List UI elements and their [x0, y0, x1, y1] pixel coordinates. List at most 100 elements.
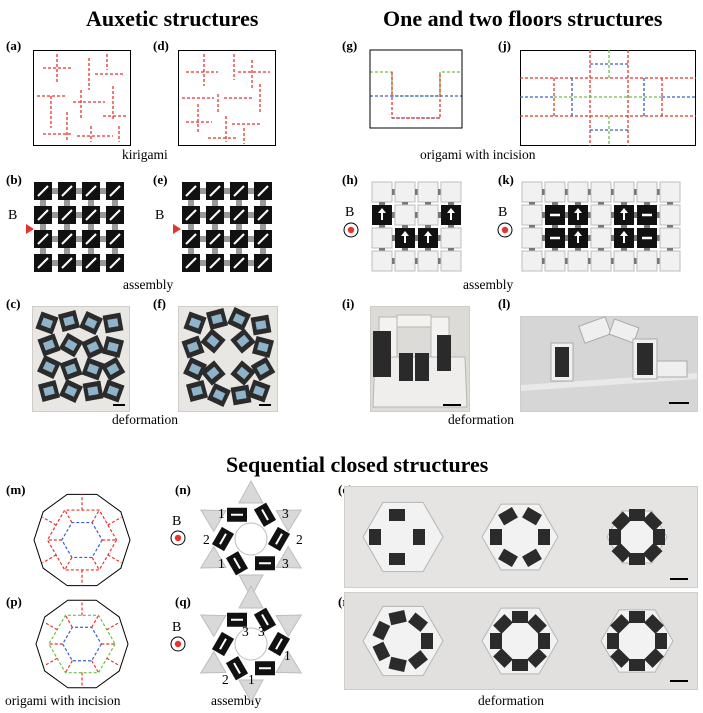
middle-hexagon-fold [48, 614, 116, 674]
panel-label-n: (n) [175, 482, 191, 497]
hinge [598, 225, 604, 228]
tile-label [256, 363, 270, 375]
photo-content-c [35, 309, 126, 406]
panel-tile [521, 181, 543, 203]
robot-tile [653, 529, 665, 545]
hinge [212, 248, 218, 254]
hinge [552, 225, 558, 228]
triangle-flap [275, 614, 303, 638]
hinge [598, 202, 604, 205]
photo-content-l [521, 316, 697, 404]
magnet-direction [37, 209, 49, 221]
robot-tile [512, 611, 528, 623]
tile-label [188, 317, 202, 329]
hinge [415, 258, 418, 264]
magnet-direction [37, 257, 49, 269]
photo-content-o [362, 501, 688, 580]
hinge [392, 235, 395, 241]
panel-label-h: (h) [342, 172, 358, 187]
panel-tile [636, 250, 658, 272]
hinge [52, 212, 58, 218]
hinge [552, 202, 558, 205]
panel-tile [521, 227, 543, 249]
outer-cut [106, 621, 121, 631]
outer-cut [107, 516, 122, 526]
panel-tile [544, 250, 566, 272]
outer-cut [43, 657, 58, 667]
robot-tile [389, 509, 405, 521]
hinge [248, 260, 254, 266]
tile-label [40, 317, 54, 329]
hinge [634, 212, 637, 218]
magnet-direction [85, 185, 97, 197]
robot-tile [538, 633, 550, 649]
robot-tile [629, 509, 645, 521]
hinge [112, 248, 118, 254]
hinge [379, 225, 385, 228]
hinge [200, 260, 206, 266]
tile-label [107, 318, 119, 328]
hinge [236, 248, 242, 254]
tile-label [252, 385, 266, 397]
order-number-n-3: 2 [203, 532, 210, 547]
panel-tile [440, 181, 462, 203]
panel-tile [371, 250, 393, 272]
robot-tile [413, 529, 425, 545]
caption-deformation-left: deformation [112, 412, 178, 427]
field-label-h: B [345, 205, 355, 220]
tile-label [64, 339, 78, 351]
hinge [529, 202, 535, 205]
hinge [52, 188, 58, 194]
magnet-direction [261, 509, 269, 521]
panel-label-p: (p) [6, 594, 22, 609]
robot-tile [644, 648, 664, 668]
hinge [575, 225, 581, 228]
hinge [657, 189, 660, 195]
robot-tile [611, 542, 632, 563]
outer-cut [106, 657, 121, 667]
panel-tile [590, 204, 612, 226]
magnet-direction [209, 185, 221, 197]
order-number-n-1: 1 [218, 506, 225, 521]
radial-cut [91, 557, 100, 571]
magnet-arrowhead [620, 208, 628, 213]
order-number-n-4: 2 [296, 532, 303, 547]
panel-tile [590, 250, 612, 272]
hinge [588, 212, 591, 218]
hinge [88, 224, 94, 230]
field-out-of-page-q [170, 636, 186, 652]
robot-tile [609, 529, 621, 545]
panel-tile [567, 181, 589, 203]
outer-cut [43, 621, 58, 631]
panel-tile [521, 250, 543, 272]
magnet-direction [233, 185, 245, 197]
magnet-arrowhead [620, 231, 628, 236]
hinge [667, 248, 673, 251]
kirigami-pattern-d [178, 50, 276, 146]
magnet-direction [61, 209, 73, 221]
photo-deformation-r [344, 592, 698, 690]
order-number-q-3: 1 [284, 648, 291, 663]
magnet-direction [275, 533, 283, 545]
magnet-arrowhead [401, 231, 409, 236]
hinge [52, 260, 58, 266]
hinge [529, 248, 535, 251]
hinge [188, 200, 194, 206]
tile-label [257, 341, 269, 353]
tile-label [236, 334, 250, 348]
robot-tile [538, 529, 550, 545]
hinge [415, 189, 418, 195]
kirigami-pattern-a [33, 50, 131, 146]
panel-label-a: (a) [6, 38, 22, 53]
magnet-direction [233, 233, 245, 245]
tile-label [211, 313, 223, 325]
order-number-n-2: 3 [282, 506, 289, 521]
panel-label-m: (m) [6, 482, 26, 497]
magnet-direction [185, 257, 197, 269]
robot-tile [407, 650, 428, 670]
hinge [88, 248, 94, 254]
hinge [657, 212, 660, 218]
panel-tile [659, 227, 681, 249]
hinge [64, 200, 70, 206]
magnet-direction [209, 233, 221, 245]
